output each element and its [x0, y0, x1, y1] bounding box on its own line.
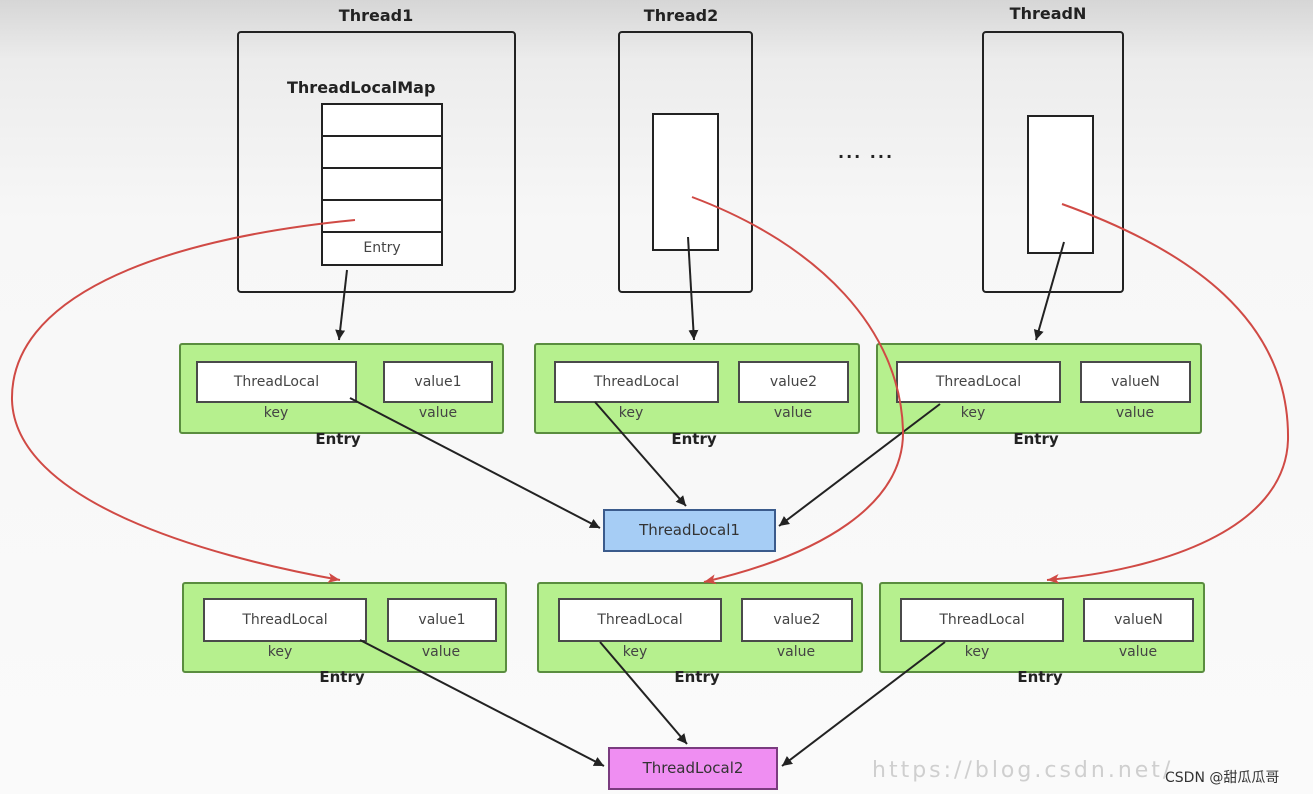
entry-value-cell: value1	[387, 598, 497, 642]
entry-key-cell: ThreadLocal	[558, 598, 722, 642]
entry-row1-threadn: ThreadLocal valueN key value	[876, 343, 1202, 434]
entry-value-label: value	[776, 644, 816, 660]
arrow-thread2-entry	[687, 236, 699, 341]
curve-threadn-entry2	[1046, 203, 1290, 584]
entry-key-label: key	[267, 644, 293, 660]
thread2-map-rect	[652, 113, 719, 251]
entry-value-cell: value1	[383, 361, 493, 403]
entry-value-label: value	[1118, 644, 1158, 660]
entry-key-cell: ThreadLocal	[900, 598, 1064, 642]
threadlocal2-box: ThreadLocal2	[608, 747, 778, 790]
entry-key-label: key	[622, 644, 648, 660]
arrow-key1-tl1	[349, 397, 601, 529]
threadn-title: ThreadN	[1009, 4, 1087, 23]
entry-value-cell: valueN	[1083, 598, 1194, 642]
csdn-credit: CSDN @甜瓜瓜哥	[1165, 770, 1280, 786]
entry-key-cell: ThreadLocal	[203, 598, 367, 642]
threadlocalmap-table: Entry	[321, 103, 443, 266]
threadn-box	[982, 31, 1124, 293]
entry-row1-thread2: ThreadLocal value2 key value	[534, 343, 860, 434]
map-slot	[323, 105, 441, 137]
threadlocalmap-title: ThreadLocalMap	[287, 78, 436, 97]
entry-value-cell: value2	[741, 598, 853, 642]
entry-row2-threadn: ThreadLocal valueN key value	[879, 582, 1205, 673]
entry-row2-thread1: ThreadLocal value1 key value	[182, 582, 507, 673]
entry-key-label: key	[960, 405, 986, 421]
entry-value-cell: valueN	[1080, 361, 1191, 403]
entry-title: Entry	[1013, 430, 1059, 448]
arrow-thread1-entry	[335, 269, 348, 341]
ellipsis: ... ...	[838, 143, 895, 162]
entry-title: Entry	[315, 430, 361, 448]
entry-title: Entry	[671, 430, 717, 448]
arrow-keyn-tl2	[781, 641, 946, 767]
entry-value-cell: value2	[738, 361, 849, 403]
curve-thread2-entry2	[691, 196, 905, 585]
entry-title: Entry	[674, 668, 720, 686]
thread2-box	[618, 31, 753, 293]
arrow-key2-tl2	[599, 641, 688, 745]
map-slot	[323, 169, 441, 201]
entry-key-cell: ThreadLocal	[896, 361, 1061, 403]
watermark-url: https://blog.csdn.net/	[872, 758, 1174, 783]
arrow-key2-tl1	[594, 401, 687, 507]
entry-key-label: key	[263, 405, 289, 421]
entry-key-label: key	[618, 405, 644, 421]
entry-value-label: value	[773, 405, 813, 421]
arrow-keyn-tl1	[778, 403, 941, 527]
entry-row2-thread2: ThreadLocal value2 key value	[537, 582, 863, 673]
thread1-title: Thread1	[338, 6, 414, 25]
entry-title: Entry	[319, 668, 365, 686]
map-slot	[323, 201, 441, 233]
entry-key-cell: ThreadLocal	[196, 361, 357, 403]
thread1-box	[237, 31, 516, 293]
arrow-threadn-entry	[1033, 241, 1065, 341]
entry-value-label: value	[418, 405, 458, 421]
map-entry-label: Entry	[363, 240, 401, 256]
arrow-key1-tl2	[359, 639, 605, 767]
entry-value-label: value	[421, 644, 461, 660]
map-slot	[323, 137, 441, 169]
entry-title: Entry	[1017, 668, 1063, 686]
thread2-title: Thread2	[643, 6, 719, 25]
entry-key-label: key	[964, 644, 990, 660]
entry-key-cell: ThreadLocal	[554, 361, 719, 403]
curve-thread1-entry2	[10, 219, 356, 583]
entry-value-label: value	[1115, 405, 1155, 421]
entry-row1-thread1: ThreadLocal value1 key value	[179, 343, 504, 434]
threadlocal1-box: ThreadLocal1	[603, 509, 776, 552]
